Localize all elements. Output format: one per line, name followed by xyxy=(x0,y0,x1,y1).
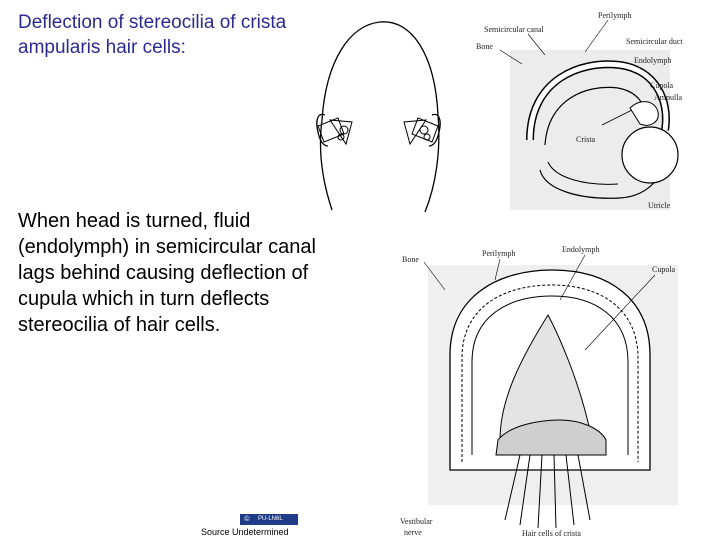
cc-icon: © xyxy=(244,516,250,523)
nerve-fibers xyxy=(504,454,591,529)
label-bone-top: Bone xyxy=(476,42,493,51)
label-vestibular: Vestibular xyxy=(400,517,433,526)
label-endolymph-bottom: Endolymph xyxy=(562,245,599,254)
top-labels: Semicircular canal Perilymph Bone Semici… xyxy=(476,11,683,210)
license-badge: © PU-LN6L xyxy=(240,514,298,525)
label-cupola-bottom: Cupola xyxy=(652,265,676,274)
canal-ampulla-diagram xyxy=(510,50,679,210)
slide-body-text: When head is turned, fluid (endolymph) i… xyxy=(18,210,316,336)
label-cupola-top: Cupola xyxy=(650,81,674,90)
label-perilymph-top: Perilymph xyxy=(598,11,631,20)
label-endolymph-top: Endolymph xyxy=(634,56,671,65)
cupola-cross-section xyxy=(428,265,678,529)
label-ampulla: Ampulla xyxy=(654,93,682,102)
source-caption: Source Undetermined xyxy=(201,527,289,537)
label-semicircular-duct: Semicircular duct xyxy=(626,37,683,46)
label-crista: Crista xyxy=(576,135,596,144)
label-hair-cells: Hair cells of crista xyxy=(522,529,581,538)
utricle-shape xyxy=(621,126,679,184)
label-bone-bottom: Bone xyxy=(402,255,419,264)
label-nerve: nerve xyxy=(404,528,422,537)
cupola-shape xyxy=(499,313,593,441)
ampulla-cupola xyxy=(629,101,659,126)
head-illustration xyxy=(316,21,441,213)
bottom-labels: Bone Perilymph Endolymph Cupola Vestibul… xyxy=(400,245,676,538)
label-perilymph-bottom: Perilymph xyxy=(482,249,515,258)
slide-title: Deflection of stereocilia of crista ampu… xyxy=(18,12,287,58)
label-semicircular-canal: Semicircular canal xyxy=(484,25,545,34)
label-utricle: Utricle xyxy=(648,201,671,210)
crista-hair-cells xyxy=(495,419,607,456)
